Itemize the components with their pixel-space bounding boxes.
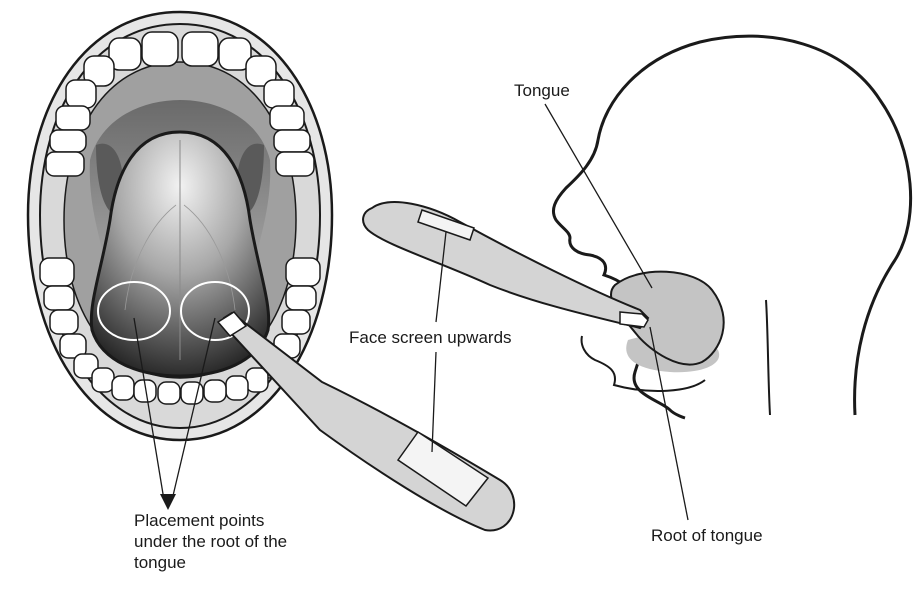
leader-placement-left xyxy=(133,317,165,501)
leader-screen-top xyxy=(435,231,447,323)
placement-ring-right xyxy=(180,281,250,341)
tongue-frenulum-left xyxy=(124,204,177,311)
head-outline xyxy=(551,34,913,420)
leader-placement-right xyxy=(171,317,216,501)
placement-ring-left xyxy=(97,281,171,341)
upper-teeth xyxy=(45,31,315,177)
side-profile xyxy=(362,34,913,420)
throat-line xyxy=(765,299,771,416)
leader-tongue xyxy=(544,103,653,289)
thermometer-side-body xyxy=(362,201,650,330)
leader-screen-bottom xyxy=(431,351,437,453)
thermometer-mouth xyxy=(216,311,516,532)
open-mouth xyxy=(26,10,516,532)
leader-lines xyxy=(133,103,689,521)
arrowhead-placement xyxy=(160,494,176,510)
thermometer-side xyxy=(362,201,650,330)
thermometer-side-screen xyxy=(417,209,475,241)
lower-jaw xyxy=(580,335,706,393)
label-placement-points: Placement points under the root of the t… xyxy=(134,511,288,572)
thermometer-mouth-screen xyxy=(396,430,490,508)
label-face-screen-upwards: Face screen upwards xyxy=(349,328,512,347)
label-tongue: Tongue xyxy=(514,81,570,100)
label-root-of-tongue: Root of tongue xyxy=(651,526,763,545)
tongue-frenulum-right xyxy=(183,204,236,311)
leader-root xyxy=(649,326,689,521)
thermometer-mouth-tip xyxy=(216,311,248,337)
thermometer-side-tip xyxy=(619,311,649,328)
